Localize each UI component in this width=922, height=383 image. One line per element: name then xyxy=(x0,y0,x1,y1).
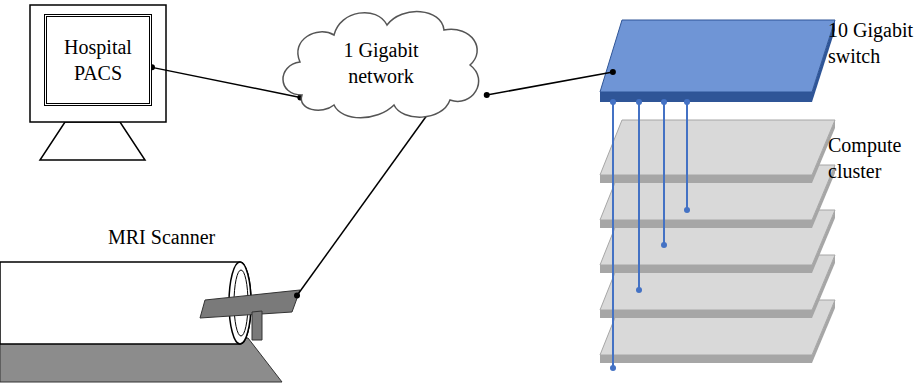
network-cable xyxy=(294,110,432,299)
monitor-screen: Hospital PACS xyxy=(44,14,152,106)
slab-front xyxy=(600,355,812,363)
node-label: Hospital PACS xyxy=(50,34,146,86)
switch-front-face xyxy=(600,92,812,102)
cluster-slabs xyxy=(600,120,835,363)
mri-scanner: MRI Scanner xyxy=(0,222,300,372)
cluster-link xyxy=(661,99,667,248)
monitor-stand xyxy=(40,122,145,160)
cluster-link xyxy=(610,99,616,371)
node-label: MRI Scanner xyxy=(108,224,215,250)
cloud-outline xyxy=(272,0,490,125)
slab-front xyxy=(600,220,812,228)
monitor-frame xyxy=(30,5,166,122)
compute-cluster: Compute cluster xyxy=(600,120,922,380)
slab-front xyxy=(600,175,812,183)
switch-top xyxy=(600,20,835,92)
slab-front xyxy=(600,265,812,273)
cluster-link xyxy=(636,99,642,293)
node-label: 1 Gigabit network xyxy=(326,37,436,89)
node-label: Compute cluster xyxy=(828,132,916,184)
node-label: 10 Gigabit switch xyxy=(828,17,916,69)
network-cable xyxy=(149,64,303,100)
network-cloud: 1 Gigabit network xyxy=(272,0,490,125)
slab-top xyxy=(600,120,835,175)
slab-front xyxy=(600,310,812,318)
network-switch: 10 Gigabit switch xyxy=(600,15,922,107)
cluster-link xyxy=(684,99,690,213)
network-cable xyxy=(484,69,616,98)
scanner-bed-leg xyxy=(252,311,262,340)
scanner-bed xyxy=(200,290,300,318)
